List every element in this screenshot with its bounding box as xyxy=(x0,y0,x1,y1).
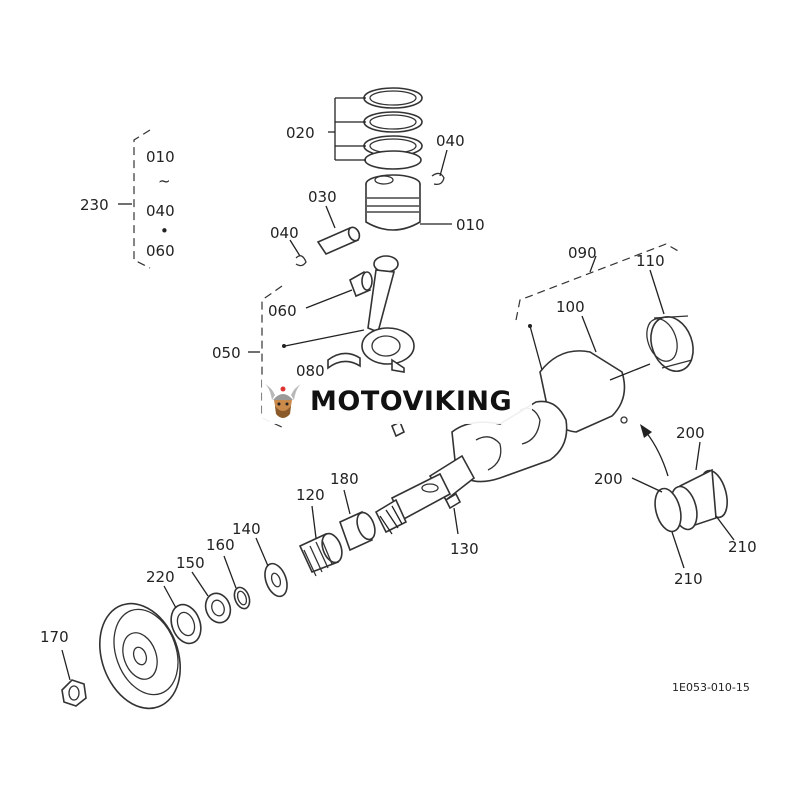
gear-120: 120 xyxy=(296,486,343,577)
label-150: 150 xyxy=(176,554,205,572)
oil-seal-220: 220 xyxy=(146,568,202,645)
connecting-rod xyxy=(282,255,415,373)
range-label-010: 010 xyxy=(146,148,175,166)
diagram-code: 1E053-010-15 xyxy=(672,681,750,694)
label-130: 130 xyxy=(450,540,479,558)
label-210-bottom: 210 xyxy=(674,570,703,588)
label-050: 050 xyxy=(212,344,241,362)
label-170: 170 xyxy=(40,628,69,646)
label-040-left: 040 xyxy=(270,224,299,242)
label-160: 160 xyxy=(206,536,235,554)
circlip-top: 040 xyxy=(431,132,465,186)
label-010: 010 xyxy=(456,216,485,234)
bearing-180: 180 xyxy=(330,470,376,552)
circlip-left: 040 xyxy=(270,224,307,267)
viking-helmet-icon xyxy=(265,384,301,418)
piston: 010 xyxy=(365,174,485,234)
big-end-bearing: 080 xyxy=(296,352,361,380)
thrust-bearing-set: 200 200 210 210 xyxy=(594,424,757,588)
label-090: 090 xyxy=(568,244,597,262)
key-130: 130 xyxy=(444,492,479,558)
main-bearing-110: 110 xyxy=(636,252,694,372)
label-220: 220 xyxy=(146,568,175,586)
label-100: 100 xyxy=(556,298,585,316)
assembly-arrow xyxy=(640,424,669,477)
label-230: 230 xyxy=(80,196,109,214)
watermark-banner: MOTOVIKING xyxy=(262,378,532,424)
piston-rings: 020 xyxy=(286,87,423,170)
label-080: 080 xyxy=(296,362,325,380)
piston-pin: 030 xyxy=(308,188,361,256)
range-label-040: 040 xyxy=(146,202,175,220)
label-200-mid: 200 xyxy=(594,470,623,488)
label-120: 120 xyxy=(296,486,325,504)
label-140: 140 xyxy=(232,520,261,538)
o-ring-160: 160 xyxy=(206,536,251,610)
watermark-brand-text: MOTOVIKING xyxy=(310,385,513,417)
small-end-bushing: 060 xyxy=(268,270,373,320)
washer-140: 140 xyxy=(232,520,288,598)
range-label-tilde: ~ xyxy=(158,172,171,190)
nut-170: 170 xyxy=(40,628,87,707)
group-050-bracket: 050 xyxy=(212,285,285,429)
label-110: 110 xyxy=(636,252,665,270)
range-label-060: 060 xyxy=(146,242,175,260)
label-030: 030 xyxy=(308,188,337,206)
label-180: 180 xyxy=(330,470,359,488)
range-label-dot: • xyxy=(160,222,169,240)
crankshaft: 100 xyxy=(374,298,651,535)
label-020: 020 xyxy=(286,124,315,142)
group-230-bracket: 230 010 ~ 040 • 060 xyxy=(80,129,175,269)
collar-150: 150 xyxy=(176,554,232,624)
label-060: 060 xyxy=(268,302,297,320)
rod-nut xyxy=(390,420,406,438)
crankshaft-pulley xyxy=(98,602,182,710)
label-040-top: 040 xyxy=(436,132,465,150)
crankshaft-group-bracket: 090 xyxy=(515,243,681,328)
label-200-top: 200 xyxy=(676,424,705,442)
label-210-right: 210 xyxy=(728,538,757,556)
